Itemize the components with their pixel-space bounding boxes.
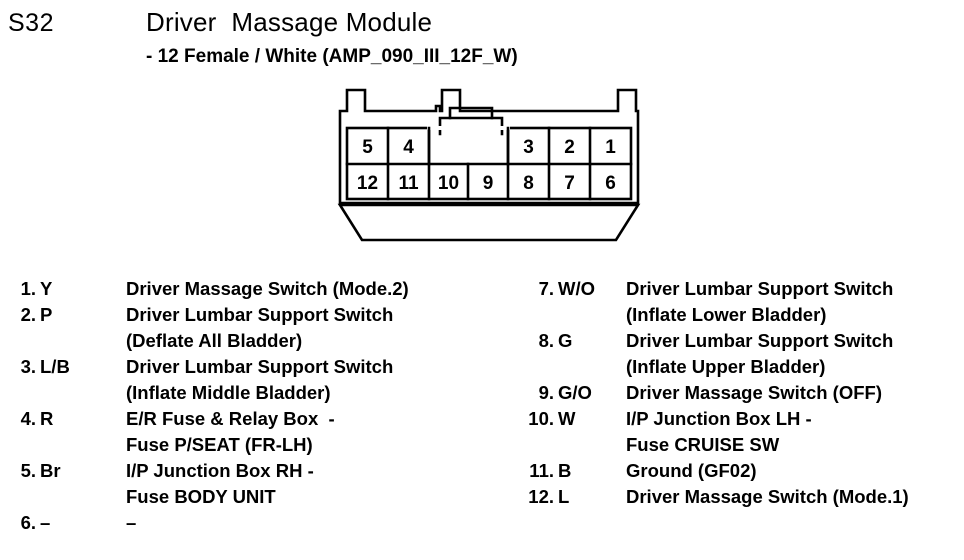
pin-label-9: 9 <box>483 173 494 194</box>
pin-row-10-continuation: Fuse CRUISE SW <box>502 432 964 458</box>
pin-label-8: 8 <box>523 173 534 194</box>
pin-row-10: 10. W I/P Junction Box LH - <box>502 406 964 432</box>
pin-label-10: 10 <box>438 173 459 194</box>
pin-index: 4. <box>20 408 36 429</box>
pin-description: E/R Fuse & Relay Box - <box>126 408 335 429</box>
pin-wire-color: Br <box>40 460 61 481</box>
pin-wire-color: G <box>558 330 573 351</box>
pin-assignment-list: 1. Y Driver Massage Switch (Mode.2) 2. P… <box>0 276 964 560</box>
pin-description: – <box>126 512 137 533</box>
connector-housing-outline <box>338 88 640 205</box>
pin-wire-color: Y <box>40 278 53 299</box>
pin-row-6: 6. – – <box>0 510 500 536</box>
pin-description-line2: (Deflate All Bladder) <box>126 330 303 351</box>
pin-wire-color: W/O <box>558 278 595 299</box>
pin-row-8: 8. G Driver Lumbar Support Switch <box>502 328 964 354</box>
center-key-tab-nub <box>448 106 494 120</box>
pin-row-4-continuation: Fuse P/SEAT (FR-LH) <box>0 432 500 458</box>
pin-index: 5. <box>20 460 36 481</box>
pin-description: Driver Massage Switch (Mode.2) <box>126 278 409 299</box>
pin-wire-color: W <box>558 408 576 429</box>
pin-index: 6. <box>20 512 36 533</box>
pin-index: 7. <box>538 278 554 299</box>
center-cavity-outline <box>427 126 510 166</box>
pin-row-3: 3. L/B Driver Lumbar Support Switch <box>0 354 500 380</box>
pin-row-1: 1. Y Driver Massage Switch (Mode.2) <box>0 276 500 302</box>
pin-row-11: 11. B Ground (GF02) <box>502 458 964 484</box>
pin-index: 2. <box>20 304 36 325</box>
pin-row-9: 9. G/O Driver Massage Switch (OFF) <box>502 380 964 406</box>
pin-row-3-continuation: (Inflate Middle Bladder) <box>0 380 500 406</box>
pin-row-2: 2. P Driver Lumbar Support Switch <box>0 302 500 328</box>
pin-label-12: 12 <box>357 173 378 194</box>
pin-description-line2: (Inflate Lower Bladder) <box>626 304 827 325</box>
connector-title: Driver Massage Module <box>146 7 433 37</box>
pin-label-3: 3 <box>523 137 534 158</box>
pin-description: Driver Massage Switch (OFF) <box>626 382 882 403</box>
pin-index: 8. <box>538 330 554 351</box>
pin-wire-color: R <box>40 408 54 429</box>
pin-row-2-continuation: (Deflate All Bladder) <box>0 328 500 354</box>
pin-label-6: 6 <box>605 173 616 194</box>
connector-skirt <box>337 203 641 242</box>
pin-description-line2: (Inflate Upper Bladder) <box>626 356 826 377</box>
pin-row-4: 4. R E/R Fuse & Relay Box - <box>0 406 500 432</box>
pin-description: I/P Junction Box LH - <box>626 408 812 429</box>
pin-description: Driver Massage Switch (Mode.1) <box>626 486 909 507</box>
pin-description: Driver Lumbar Support Switch <box>626 278 894 299</box>
pin-label-5: 5 <box>362 137 373 158</box>
pin-list-right-column: 7. W/O Driver Lumbar Support Switch (Inf… <box>502 276 964 510</box>
pin-index: 1. <box>20 278 36 299</box>
pin-row-7: 7. W/O Driver Lumbar Support Switch <box>502 276 964 302</box>
connector-subtitle: - 12 Female / White (AMP_090_III_12F_W) <box>146 46 518 67</box>
pin-wire-color: L/B <box>40 356 70 377</box>
pin-description: Driver Lumbar Support Switch <box>626 330 894 351</box>
pin-wire-color: B <box>558 460 572 481</box>
pin-label-1: 1 <box>605 137 616 158</box>
pin-wire-color: P <box>40 304 53 325</box>
pin-index: 3. <box>20 356 36 377</box>
pin-row-5-continuation: Fuse BODY UNIT <box>0 484 500 510</box>
pin-index: 11. <box>529 460 554 481</box>
pin-index: 9. <box>538 382 554 403</box>
pin-label-4: 4 <box>403 137 414 158</box>
pin-row-8-continuation: (Inflate Upper Bladder) <box>502 354 964 380</box>
pin-description-line2: Fuse BODY UNIT <box>126 486 276 507</box>
pin-label-11: 11 <box>398 173 419 194</box>
pin-row-12: 12. L Driver Massage Switch (Mode.1) <box>502 484 964 510</box>
pin-row-7-continuation: (Inflate Lower Bladder) <box>502 302 964 328</box>
pin-label-7: 7 <box>564 173 575 194</box>
pin-description: Driver Lumbar Support Switch <box>126 356 394 377</box>
pin-description: Ground (GF02) <box>626 460 757 481</box>
pin-index: 12. <box>528 486 554 507</box>
pin-index: 10. <box>528 408 554 429</box>
pin-wire-color: G/O <box>558 382 592 403</box>
pin-row-5: 5. Br I/P Junction Box RH - <box>0 458 500 484</box>
connector-code: S32 <box>8 9 54 37</box>
pin-description-line2: (Inflate Middle Bladder) <box>126 382 331 403</box>
connector-header: S32 Driver Massage Module - 12 Female / … <box>0 0 964 80</box>
pin-wire-color: L <box>558 486 570 507</box>
pin-description: I/P Junction Box RH - <box>126 460 314 481</box>
pin-description-line2: Fuse CRUISE SW <box>626 434 780 455</box>
pin-label-2: 2 <box>564 137 575 158</box>
connector-diagram: 5 4 3 2 1 12 11 10 9 8 7 6 <box>330 82 650 254</box>
pin-list-left-column: 1. Y Driver Massage Switch (Mode.2) 2. P… <box>0 276 500 536</box>
pin-wire-color: – <box>40 512 51 533</box>
pin-description-line2: Fuse P/SEAT (FR-LH) <box>126 434 313 455</box>
pin-description: Driver Lumbar Support Switch <box>126 304 394 325</box>
